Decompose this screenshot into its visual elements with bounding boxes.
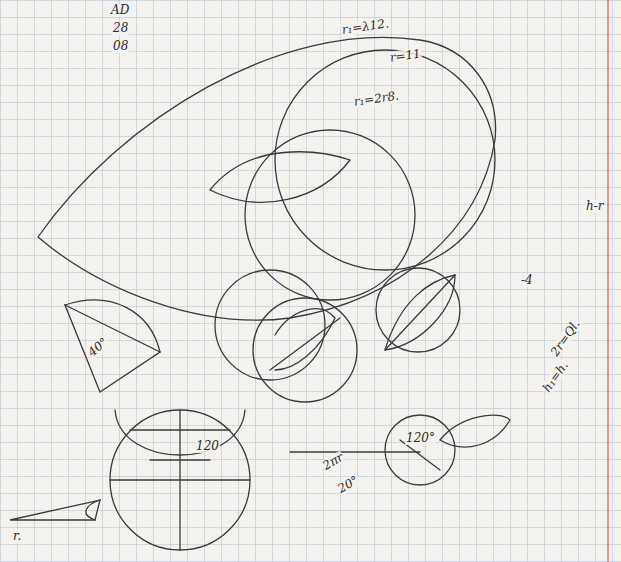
handwritten-note: r. [12, 530, 22, 543]
handwritten-note: 08 [112, 40, 129, 53]
handwritten-note: 120 [195, 440, 220, 453]
handwritten-note: -4 [520, 274, 534, 287]
handwritten-note: 28 [112, 22, 129, 35]
handwritten-note: 120° [405, 432, 436, 445]
handwritten-note: h-r [585, 200, 605, 213]
handwritten-note: AD [110, 4, 130, 17]
